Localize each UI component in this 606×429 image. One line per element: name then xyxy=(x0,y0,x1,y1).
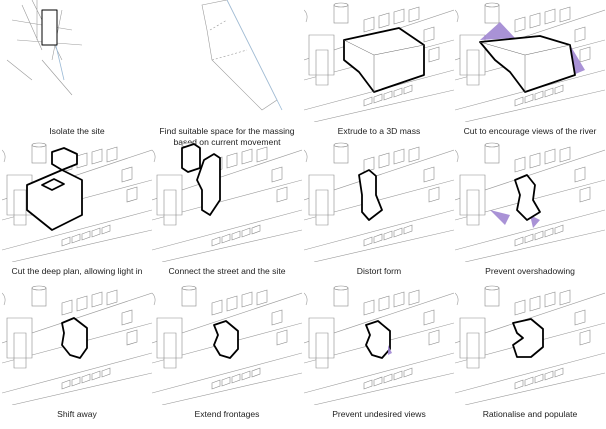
context-buildings xyxy=(152,285,302,405)
context-buildings xyxy=(455,285,605,405)
step-caption: Isolate the site xyxy=(49,126,105,136)
massing-sketch xyxy=(304,285,454,405)
massing-shape xyxy=(343,27,425,93)
context-buildings xyxy=(2,142,152,262)
step-panel: Prevent overshadowing xyxy=(455,140,605,277)
step-caption: Prevent overshadowing xyxy=(485,266,575,276)
step-panel: Cut the deep plan, allowing light in xyxy=(2,140,152,277)
step-caption: Rationalise and populate xyxy=(482,409,578,419)
step-caption: Extend frontages xyxy=(194,409,260,419)
massing-shape xyxy=(490,174,541,228)
massing-shape xyxy=(512,318,544,358)
massing-sketch xyxy=(152,285,302,405)
step-panel: Extend frontages xyxy=(152,283,302,420)
massing-shape xyxy=(365,320,392,359)
step-panel: Extrude to a 3D mass xyxy=(304,0,454,137)
massing-sketch xyxy=(201,0,283,111)
step-caption: Find suitable space for the massing base… xyxy=(159,126,295,147)
step-caption: Distort form xyxy=(356,266,402,276)
massing-shape xyxy=(181,143,221,216)
context-buildings xyxy=(2,285,152,405)
massing-sketch xyxy=(455,285,605,405)
step-caption: Prevent undesired views xyxy=(332,409,426,419)
massing-sketch xyxy=(304,2,454,122)
step-panel: Shift away xyxy=(2,283,152,420)
context-buildings xyxy=(152,142,302,262)
step-caption: Cut to encourage views of the river xyxy=(463,126,597,136)
massing-sketch xyxy=(2,285,152,405)
massing-sketch xyxy=(455,142,605,262)
massing-shape xyxy=(26,147,83,231)
massing-sketch xyxy=(304,142,454,262)
massing-shape xyxy=(61,317,88,359)
site-outline xyxy=(201,0,283,111)
step-caption: Cut the deep plan, allowing light in xyxy=(11,266,143,276)
step-panel: Distort form xyxy=(304,140,454,277)
massing-shape xyxy=(213,320,239,359)
step-panel: Prevent undesired views xyxy=(304,283,454,420)
site-plan xyxy=(6,0,83,96)
step-panel: Cut to encourage views of the river xyxy=(455,0,605,137)
massing-sketch xyxy=(455,2,605,122)
massing-shape xyxy=(479,22,585,93)
step-panel: Connect the street and the site xyxy=(152,140,302,277)
massing-sketch xyxy=(6,0,83,96)
step-caption: Extrude to a 3D mass xyxy=(337,126,421,136)
step-panel: Isolate the site xyxy=(2,0,152,137)
step-caption: Connect the street and the site xyxy=(168,266,286,276)
step-panel: Find suitable space for the massing base… xyxy=(152,0,302,148)
context-buildings xyxy=(304,142,454,262)
context-buildings xyxy=(455,2,605,122)
massing-shape xyxy=(358,169,383,221)
massing-sketch xyxy=(2,142,152,262)
context-buildings xyxy=(455,142,605,262)
step-panel: Rationalise and populate xyxy=(455,283,605,420)
step-caption: Shift away xyxy=(57,409,97,419)
massing-sketch xyxy=(152,142,302,262)
context-buildings xyxy=(304,285,454,405)
